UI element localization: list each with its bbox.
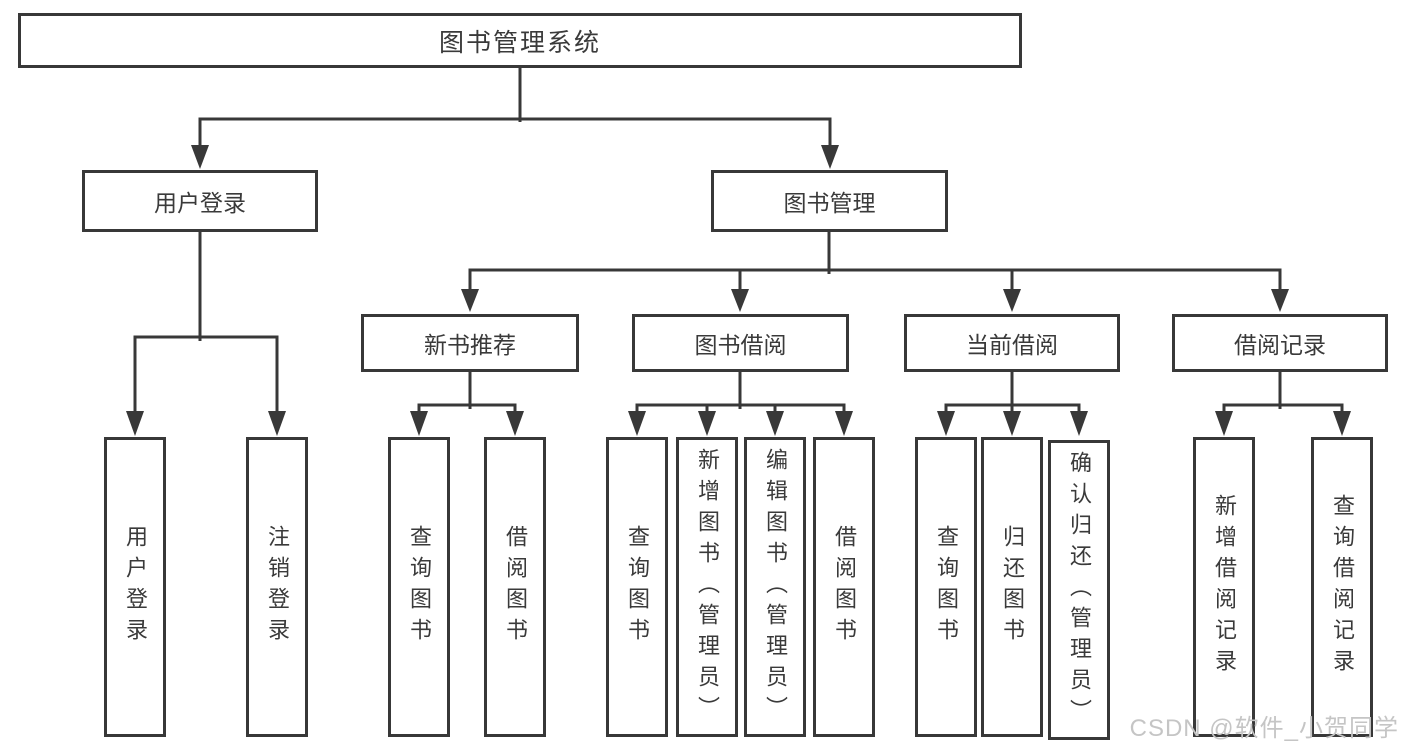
leaf-user-login: 用户登录 xyxy=(104,437,166,737)
leaf-confirm-return-admin: 确认归还（管理员） xyxy=(1048,440,1110,740)
node-system-root: 图书管理系统 xyxy=(18,13,1022,68)
node-book-borrow: 图书借阅 xyxy=(632,314,849,372)
leaf-add-borrow-record: 新增借阅记录 xyxy=(1193,437,1255,737)
node-current-borrow: 当前借阅 xyxy=(904,314,1120,372)
leaf-query-borrow-record: 查询借阅记录 xyxy=(1311,437,1373,737)
node-new-book-recommend: 新书推荐 xyxy=(361,314,579,372)
csdn-watermark: CSDN @软件_小贺同学 xyxy=(1129,715,1399,742)
leaf-logout: 注销登录 xyxy=(246,437,308,737)
leaf-borrow-query-books: 查询图书 xyxy=(606,437,668,737)
leaf-return-books: 归还图书 xyxy=(981,437,1043,737)
leaf-current-query-books: 查询图书 xyxy=(915,437,977,737)
leaf-edit-books-admin: 编辑图书（管理员） xyxy=(744,437,806,737)
leaf-add-books-admin: 新增图书（管理员） xyxy=(676,437,738,737)
node-borrow-records: 借阅记录 xyxy=(1172,314,1388,372)
leaf-recommend-query-books: 查询图书 xyxy=(388,437,450,737)
leaf-recommend-borrow-books: 借阅图书 xyxy=(484,437,546,737)
leaf-borrow-books: 借阅图书 xyxy=(813,437,875,737)
node-book-management: 图书管理 xyxy=(711,170,948,232)
node-user-login: 用户登录 xyxy=(82,170,318,232)
